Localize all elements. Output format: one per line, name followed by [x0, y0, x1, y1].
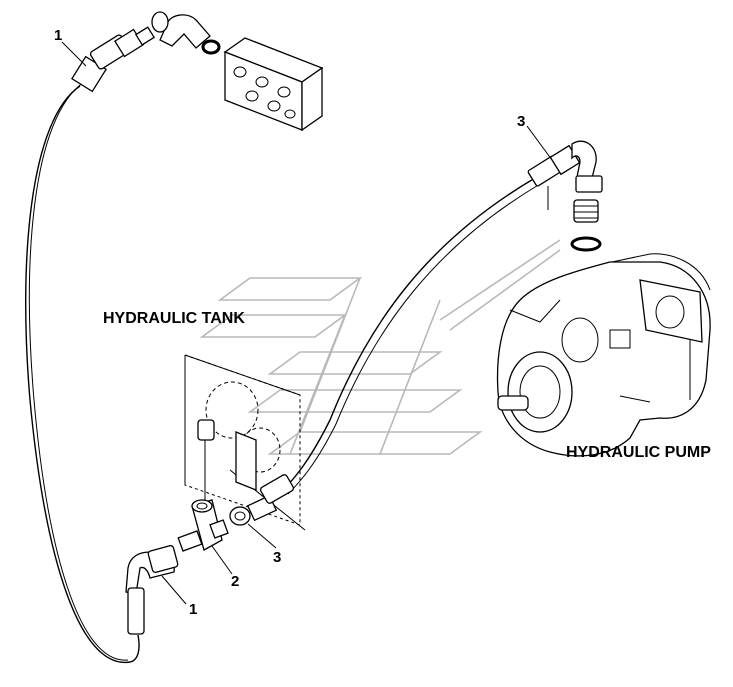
- top-elbow-fitting: [151, 11, 211, 49]
- leader-lines: [61, 41, 553, 605]
- pump-adapter: [573, 199, 599, 223]
- watermark-logo: [199, 239, 561, 455]
- callout-3-bottom: 3: [273, 549, 281, 566]
- callout-1-top: 1: [54, 27, 62, 44]
- label-hydraulic-pump: HYDRAULIC PUMP: [566, 444, 711, 461]
- suction-hose: [282, 177, 536, 491]
- bottom-elbow-hose: [125, 545, 179, 635]
- tee-fitting: [177, 499, 229, 552]
- hydraulic-tank: [184, 354, 306, 531]
- o-ring-pump: [570, 236, 602, 252]
- o-ring-top: [201, 39, 221, 55]
- label-hydraulic-tank: HYDRAULIC TANK: [103, 310, 245, 327]
- pump-hose-end-fitting: [527, 140, 603, 193]
- hydraulic-pump: [496, 253, 711, 457]
- tank-adapter: [229, 474, 295, 526]
- callout-3-top: 3: [517, 113, 525, 130]
- top-hose-end-fitting: [71, 26, 156, 93]
- callout-2: 2: [231, 573, 239, 590]
- return-hose: [25, 85, 140, 663]
- valve-block: [223, 37, 324, 132]
- callout-1-bottom: 1: [189, 601, 197, 618]
